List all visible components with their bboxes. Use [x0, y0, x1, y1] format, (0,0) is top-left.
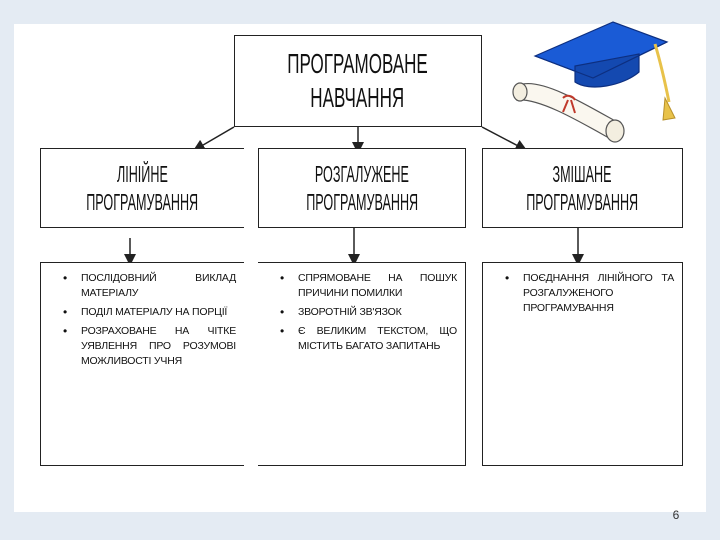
feature-list: Послідовний виклад матеріалу Поділ матер…: [51, 271, 236, 369]
category-title: ЛІНІЙНЕ: [117, 161, 168, 187]
list-item: Спрямоване на пошук причини помилки: [268, 271, 457, 301]
category-box-linear: ЛІНІЙНЕ ПРОГРАМУВАННЯ: [40, 148, 244, 228]
category-title: ПРОГРАМУВАННЯ: [86, 189, 199, 215]
title-line-1: ПРОГРАМОВАНЕ: [287, 48, 429, 79]
title-box: ПРОГРАМОВАНЕ НАВЧАННЯ: [234, 35, 482, 127]
description-box-mixed: Поєднання лінійного та розгалуженого про…: [482, 262, 683, 466]
description-box-linear: Послідовний виклад матеріалу Поділ матер…: [40, 262, 244, 466]
diploma-scroll-icon: [512, 82, 625, 143]
list-item: Послідовний виклад матеріалу: [51, 271, 236, 301]
graduation-cap-icon: [533, 21, 676, 121]
category-title: ЗМІШАНЕ: [552, 161, 613, 187]
category-box-mixed: ЗМІШАНЕ ПРОГРАМУВАННЯ: [482, 148, 683, 228]
title-line-2: НАВЧАННЯ: [311, 82, 405, 113]
list-item: Зворотній зв'язок: [268, 305, 457, 320]
category-title: ПРОГРАМУВАННЯ: [526, 189, 639, 215]
feature-list: Спрямоване на пошук причини помилки Звор…: [268, 271, 457, 354]
description-box-branched: Спрямоване на пошук причини помилки Звор…: [258, 262, 466, 466]
category-title: РОЗГАЛУЖЕНЕ: [315, 161, 409, 187]
category-box-branched: РОЗГАЛУЖЕНЕ ПРОГРАМУВАННЯ: [258, 148, 466, 228]
list-item: Є великим текстом, що містить багато зап…: [268, 324, 457, 354]
arrow-title-to-linear: [192, 126, 235, 152]
page-number: 6: [672, 508, 680, 522]
feature-list: Поєднання лінійного та розгалуженого про…: [493, 271, 674, 316]
category-title: ПРОГРАМУВАННЯ: [306, 189, 418, 215]
list-item: Поєднання лінійного та розгалуженого про…: [493, 271, 674, 316]
list-item: Поділ матеріалу на порції: [51, 305, 236, 320]
list-item: Розраховане на чітке уявлення про розумо…: [51, 324, 236, 369]
arrow-title-to-mixed: [481, 126, 528, 151]
graduation-illustration: [512, 21, 676, 143]
